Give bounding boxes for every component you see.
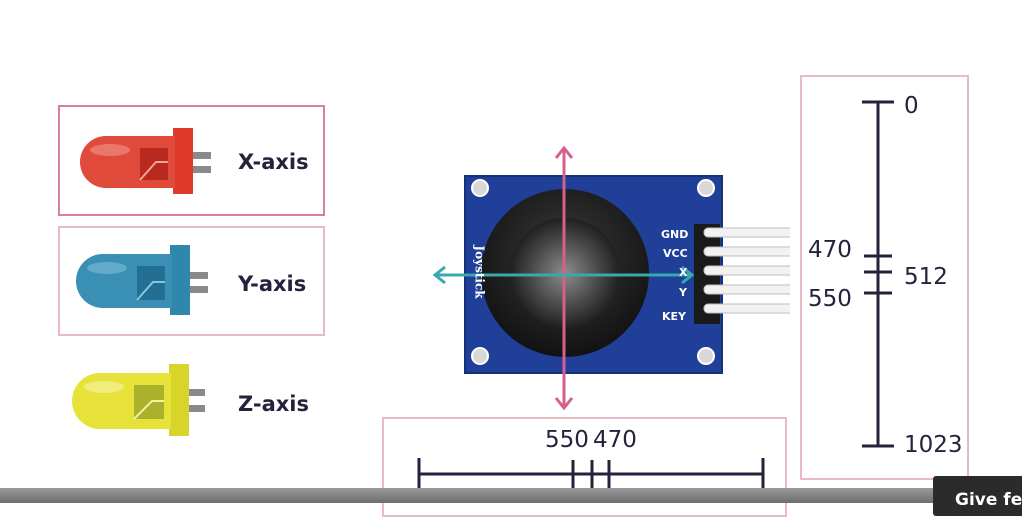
- pin-key-label: KEY: [662, 310, 687, 323]
- horizontal-left-threshold: 550: [545, 427, 589, 453]
- horizontal-scale: [417, 458, 765, 490]
- arrow-right-icon: [681, 265, 695, 285]
- pin-gnd-label: GND: [661, 228, 689, 241]
- vertical-scale: [862, 100, 894, 448]
- horizontal-right-threshold: 470: [593, 427, 637, 453]
- upper-threshold-value: 470: [808, 237, 852, 263]
- vertical-scale-card: [800, 75, 969, 480]
- feedback-button[interactable]: Give fe: [933, 476, 1022, 516]
- video-control-bar: [0, 488, 1022, 503]
- scale-bottom-value: 1023: [904, 432, 963, 458]
- arrow-up-icon: [554, 145, 574, 159]
- joystick-brand-label: Joystick: [472, 245, 487, 299]
- arrow-left-icon: [432, 265, 446, 285]
- yellow-led-icon: [72, 364, 205, 436]
- mount-hole-icon: [471, 179, 489, 197]
- pin-vcc-label: VCC: [663, 247, 688, 260]
- mount-hole-icon: [471, 347, 489, 365]
- blue-led-icon: [76, 245, 208, 315]
- joystick-module: [432, 145, 790, 411]
- pin-y-label: Y: [679, 286, 687, 299]
- scale-middle-value: 512: [904, 264, 948, 290]
- y-axis-label: Y-axis: [238, 272, 307, 296]
- pin-x-label: X: [679, 266, 688, 279]
- red-led-icon: [80, 128, 211, 194]
- mount-hole-icon: [697, 347, 715, 365]
- arrow-down-icon: [554, 397, 574, 411]
- z-axis-label: Z-axis: [238, 392, 309, 416]
- lower-threshold-value: 550: [808, 286, 852, 312]
- scale-top-value: 0: [904, 93, 919, 119]
- mount-hole-icon: [697, 179, 715, 197]
- x-axis-label: X-axis: [238, 150, 309, 174]
